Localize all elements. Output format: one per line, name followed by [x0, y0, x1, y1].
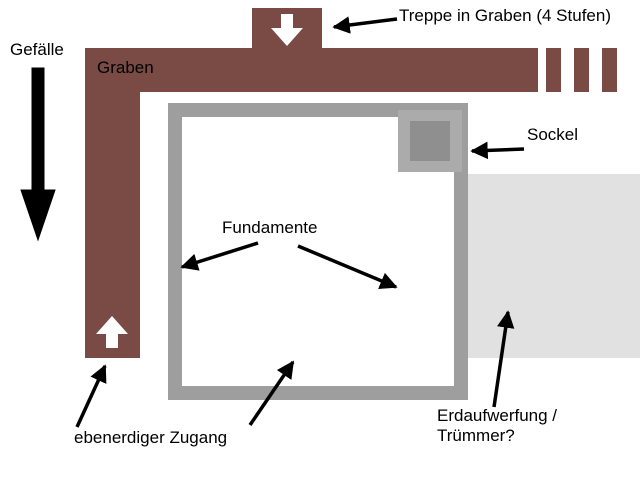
- socle-block: [398, 110, 462, 172]
- ditch-dash-segment: [546, 48, 561, 92]
- zugang-label-arrow: [75, 364, 107, 428]
- ditch-vertical-bar: [85, 48, 140, 358]
- socle-inner-block: [410, 121, 450, 161]
- fundamente-label: Fundamente: [222, 218, 318, 237]
- ground-access-up-arrow-icon: [96, 316, 128, 348]
- gefaelle-label: Gefälle: [10, 40, 64, 59]
- stairs-entrance-box: [252, 8, 322, 52]
- ditch-dash-segment: [602, 48, 617, 92]
- sockel-label: Sockel: [527, 125, 579, 144]
- ditch-dash-segment: [574, 48, 589, 92]
- zugang-label: ebenerdiger Zugang: [74, 428, 228, 447]
- stairs-down-arrow-icon: [271, 14, 303, 46]
- ditch-horizontal-bar: [85, 48, 538, 92]
- ground-access-arrow-wrap: [94, 316, 130, 352]
- stairs-label-arrow: [332, 16, 398, 34]
- treppe-label: Treppe in Graben (4 Stufen): [399, 6, 611, 25]
- sockel-label-arrow: [470, 141, 525, 160]
- graben-label: Graben: [97, 58, 154, 77]
- erdaufwerfung-label: Erdaufwerfung / Trümmer?: [437, 406, 558, 445]
- slope-direction-arrow: [20, 67, 56, 242]
